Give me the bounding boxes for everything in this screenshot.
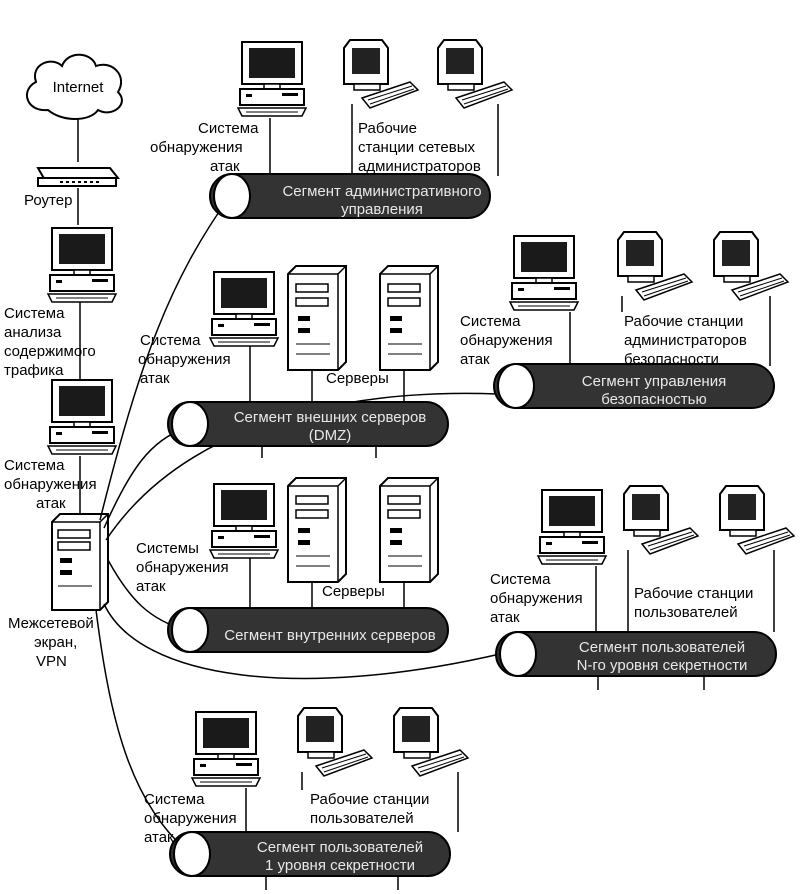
usersN-ws-1-icon — [623, 485, 699, 555]
usersN-ids-pc-icon — [537, 489, 607, 565]
firewall-line-2: экран, — [34, 634, 77, 651]
internal-server-2-icon — [379, 477, 439, 583]
usersN-ids-line-1: Система — [490, 571, 551, 588]
security-ws-2-icon — [713, 231, 789, 301]
dmz-ids-line-3: атак — [140, 370, 170, 387]
firewall-line-1: Межсетевой — [8, 615, 94, 632]
usersN-ws-2-icon — [719, 485, 795, 555]
admin-segment-line-2: управления — [341, 201, 423, 218]
internal-ids-line-1: Системы — [136, 540, 199, 557]
internet-cloud-icon: Internet — [25, 53, 123, 120]
internal-ids-line-2: обнаружения — [136, 559, 229, 576]
users1-ws-1-icon — [297, 707, 373, 777]
security-segment-line-2: безопасностью — [601, 391, 707, 408]
security-ids-line-1: Система — [460, 313, 521, 330]
admin-ids-line-3: атак — [210, 158, 240, 175]
dmz-segment-line-1: Сегмент внешних серверов — [234, 409, 427, 426]
users1-ids-line-3: атак — [144, 829, 174, 846]
security-ids-line-3: атак — [460, 351, 490, 368]
admin-ids-line-1: Система — [198, 120, 259, 137]
security-segment-line-1: Сегмент управления — [582, 373, 726, 390]
content-analysis-line-4: трафика — [4, 362, 64, 379]
firewall-line-3: VPN — [36, 653, 67, 670]
router-icon — [36, 167, 120, 187]
internal-segment-line-1: Сегмент внутренних серверов — [224, 627, 436, 644]
admin-ws-line-3: администраторов — [358, 158, 481, 175]
internal-ids-line-3: атак — [136, 578, 166, 595]
admin-ids-pc-icon — [237, 41, 307, 117]
internal-ids-pc-icon — [209, 483, 279, 559]
internal-server-1-icon — [287, 477, 347, 583]
users1-ws-line-1: Рабочие станции — [310, 791, 429, 808]
usersN-ws-line-1: Рабочие станции — [634, 585, 753, 602]
internal-servers-label: Серверы — [322, 583, 385, 600]
security-ws-line-1: Рабочие станции — [624, 313, 743, 330]
router-label: Роутер — [24, 192, 72, 209]
usersN-segment-line-1: Сегмент пользователей — [579, 639, 745, 656]
admin-segment-line-1: Сегмент административного — [282, 183, 481, 200]
security-ids-line-2: обнаружения — [460, 332, 553, 349]
dmz-ids-pc-icon — [209, 271, 279, 347]
security-ws-line-2: администраторов — [624, 332, 747, 349]
usersN-ids-line-2: обнаружения — [490, 590, 583, 607]
users1-ids-line-1: Система — [144, 791, 205, 808]
content-analysis-pc-icon — [47, 227, 117, 303]
dmz-segment-line-2: (DMZ) — [309, 427, 351, 444]
dmz-ids-line-1: Система — [140, 332, 201, 349]
ids-left-line-1: Система — [4, 457, 65, 474]
users1-ids-line-2: обнаружения — [144, 810, 237, 827]
admin-ws-1-icon — [343, 39, 419, 109]
dmz-ids-line-2: обнаружения — [138, 351, 231, 368]
security-ws-1-icon — [617, 231, 693, 301]
users1-segment-line-1: Сегмент пользователей — [257, 839, 423, 856]
internet-label: Internet — [53, 79, 105, 96]
usersN-ids-line-3: атак — [490, 609, 520, 626]
admin-ids-line-2: обнаружения — [150, 139, 243, 156]
usersN-segment-line-2: N-го уровня секретности — [577, 657, 748, 674]
users1-ws-2-icon — [393, 707, 469, 777]
users1-segment-line-2: 1 уровня секретности — [265, 857, 415, 874]
usersN-ws-line-2: пользователей — [634, 604, 738, 621]
firewall-icon — [51, 513, 109, 611]
admin-ws-2-icon — [437, 39, 513, 109]
content-analysis-line-3: содержимого — [4, 343, 96, 360]
users1-ids-pc-icon — [191, 711, 261, 787]
content-analysis-line-1: Система — [4, 305, 65, 322]
content-analysis-line-2: анализа — [4, 324, 62, 341]
admin-ws-line-1: Рабочие — [358, 120, 417, 137]
admin-ws-line-2: станции сетевых — [358, 139, 475, 156]
security-ids-pc-icon — [509, 235, 579, 311]
dmz-server-2-icon — [379, 265, 439, 371]
ids-left-line-2: обнаружения — [4, 476, 97, 493]
dmz-servers-label: Серверы — [326, 370, 389, 387]
users1-ws-line-2: пользователей — [310, 810, 414, 827]
dmz-server-1-icon — [287, 265, 347, 371]
ids-left-pc-icon — [47, 379, 117, 455]
ids-left-line-3: атак — [36, 495, 66, 512]
